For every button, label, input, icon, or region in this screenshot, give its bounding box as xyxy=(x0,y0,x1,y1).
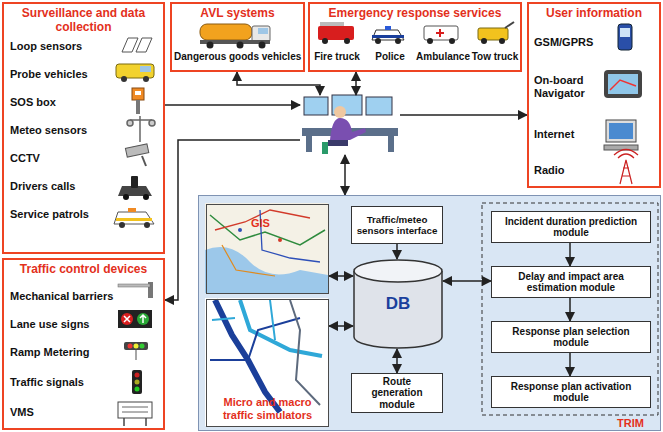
node-text: Ramp Metering xyxy=(10,346,120,359)
connector-arrow xyxy=(329,275,353,277)
avl-panel: AVL systemsDangerous goods vehicles xyxy=(170,2,305,72)
node-text: Police xyxy=(363,51,417,63)
panel-heading: AVL systems xyxy=(174,7,301,21)
node-text: Internet xyxy=(534,128,604,141)
node-text: Incident duration prediction module xyxy=(496,216,646,239)
service-patrol-icon xyxy=(114,208,154,228)
trim-system: TRIM GIS Traffic/meteo sensors interfaceMi… xyxy=(198,195,661,431)
sos-box-icon xyxy=(132,88,144,114)
node-text: Micro and macro traffic simulators xyxy=(211,396,324,421)
radio-tower-icon xyxy=(614,150,638,185)
node-text: Service patrols xyxy=(10,208,118,221)
connector-arrow xyxy=(396,244,398,259)
trim-ground xyxy=(198,195,661,431)
connector-arrow xyxy=(443,280,491,282)
phone-icon xyxy=(618,24,632,50)
connector-arrow xyxy=(237,72,320,95)
node-text: Route generation module xyxy=(356,376,438,411)
connector-arrow xyxy=(569,298,571,321)
module-box: Response plan selection module xyxy=(491,321,651,353)
connector-arrow xyxy=(165,140,300,300)
node-text: Loop sensors xyxy=(10,40,118,53)
connector-arrow xyxy=(355,72,357,95)
panel-heading: User information xyxy=(531,7,657,21)
node-text: Response plan activation module xyxy=(496,381,646,404)
ambulance-icon xyxy=(424,26,458,44)
node-text: Mechanical barriers xyxy=(10,290,120,303)
node-text: Fire truck xyxy=(310,51,364,63)
gis-box: GIS xyxy=(206,204,329,294)
trim-frame xyxy=(482,203,658,415)
traffic-signal-icon xyxy=(132,370,142,394)
node-text: Drivers calls xyxy=(10,180,118,193)
meteo-sensor-icon xyxy=(127,116,155,142)
gis-map xyxy=(205,203,328,293)
panel-heading: Emergency response services xyxy=(312,7,518,21)
operator-illustration xyxy=(302,95,398,154)
cctv-icon xyxy=(125,144,148,166)
loop-sensor-icon xyxy=(122,38,152,52)
node-text: Traffic/meteo sensors interface xyxy=(356,214,438,236)
computer-icon xyxy=(604,120,638,150)
barrier-icon xyxy=(118,282,153,298)
police-car-icon xyxy=(372,26,404,44)
vms-icon xyxy=(118,402,152,426)
connector-arrow xyxy=(569,353,571,376)
connector-arrow xyxy=(400,114,527,116)
node-text: Probe vehicles xyxy=(10,68,118,81)
module-box: Delay and impact area estimation module xyxy=(491,266,651,298)
simulator-map xyxy=(205,298,328,426)
node-text: Dangerous goods vehicles xyxy=(174,51,301,63)
node-text: Lane use signs xyxy=(10,318,120,331)
process-box: Traffic/meteo sensors interface xyxy=(351,206,443,244)
node-text: On-board Navigator xyxy=(534,74,604,99)
node-text: Radio xyxy=(534,164,604,177)
database-cylinder: DB xyxy=(353,259,443,349)
connector-arrow xyxy=(396,349,398,373)
node-text: Meteo sensors xyxy=(10,124,118,137)
node-text: GSM/GPRS xyxy=(534,36,614,49)
navigator-icon xyxy=(604,70,642,98)
node-text: Traffic signals xyxy=(10,376,120,389)
user-info-panel: User informationGSM/GPRS On-board Navigat… xyxy=(527,2,661,188)
tanker-truck-icon xyxy=(200,24,270,49)
panel-heading: Surveillance and data collection xyxy=(14,7,153,35)
database-label: DB xyxy=(386,294,411,314)
connector-arrow xyxy=(569,243,571,266)
operator-station xyxy=(300,95,400,155)
node-text: Response plan selection module xyxy=(496,326,646,349)
process-box: Route generation module xyxy=(351,373,443,413)
emergency-panel: Emergency response servicesFire truckPol… xyxy=(308,2,522,72)
node-text: SOS box xyxy=(10,96,118,109)
node-text: VMS xyxy=(10,406,120,419)
simulator-box: Micro and macro traffic simulators xyxy=(206,299,329,427)
node-text: Tow truck xyxy=(468,51,522,63)
module-box: Incident duration prediction module xyxy=(491,211,651,243)
control-panel: Traffic control devicesMechanical barrie… xyxy=(2,258,165,430)
node-text: GIS xyxy=(251,217,291,230)
tow-truck-icon xyxy=(478,22,514,44)
node-text: CCTV xyxy=(10,152,118,165)
connector-arrow xyxy=(344,155,346,195)
connector-arrow xyxy=(165,104,300,106)
node-text: Ambulance xyxy=(416,51,470,63)
source-panel: Surveillance and data collectionLoop sen… xyxy=(2,2,165,254)
node-text: Delay and impact area estimation module xyxy=(496,271,646,294)
fire-truck-icon xyxy=(318,22,354,44)
node-text: TRIM xyxy=(617,417,659,430)
connector-arrow xyxy=(329,325,353,327)
drivers-calls-icon xyxy=(118,176,152,200)
panel-heading: Traffic control devices xyxy=(6,263,161,277)
probe-vehicle-icon xyxy=(116,64,154,82)
lane-sign-icon xyxy=(118,310,152,328)
ramp-meter-icon xyxy=(124,342,148,360)
module-box: Response plan activation module xyxy=(491,376,651,408)
